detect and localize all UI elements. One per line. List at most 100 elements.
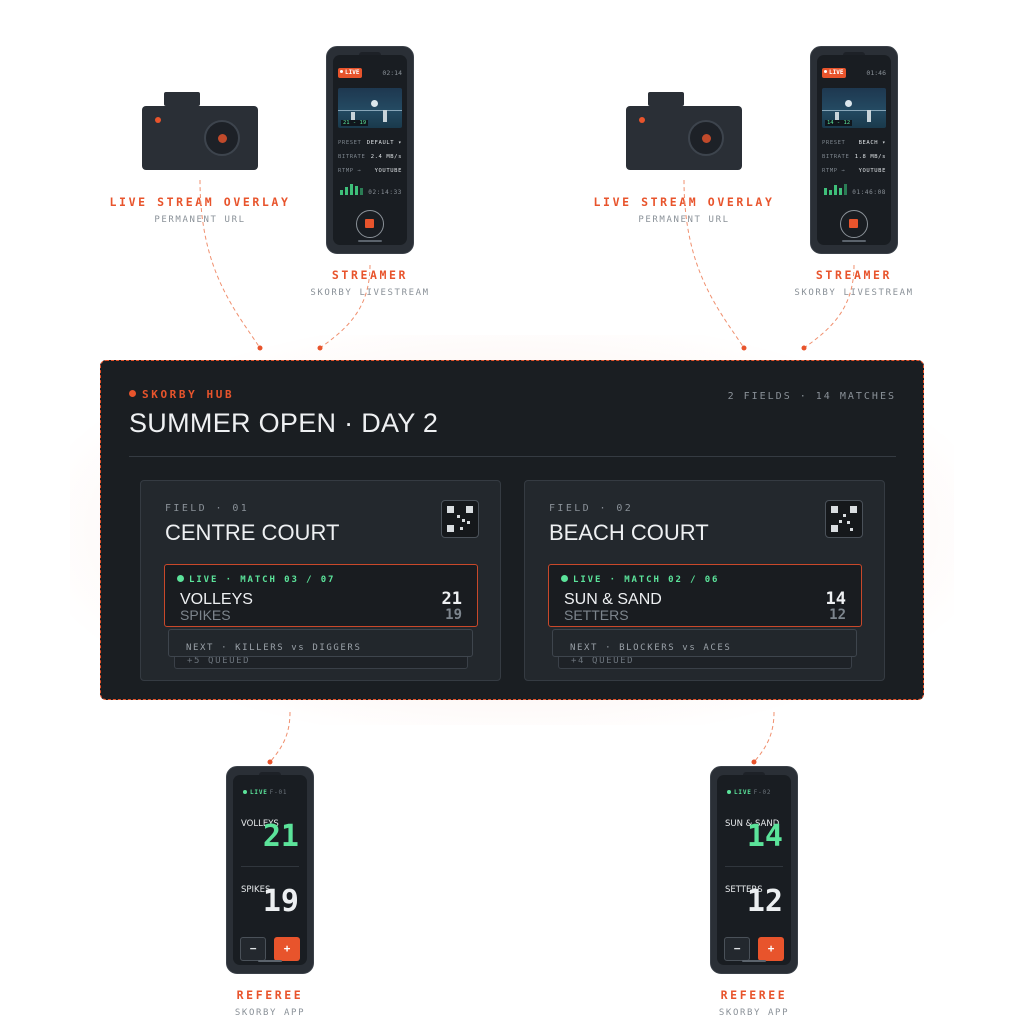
next-match-label: NEXT · BLOCKERS vs ACES [570, 643, 732, 653]
preset-dropdown[interactable]: DEFAULT ▾ [366, 140, 402, 146]
streamer-title: STREAMER [331, 268, 409, 282]
team-b-name: SPIKES [241, 885, 271, 895]
team-a-name: SUN & SAND [564, 591, 662, 608]
audio-level-bar [340, 190, 343, 195]
camera-icon [142, 92, 258, 172]
qr-code-icon[interactable] [441, 500, 479, 538]
divider [241, 866, 299, 867]
audio-level-meter [340, 183, 366, 195]
queued-count: +5 QUEUED [187, 656, 251, 666]
brand-dot-icon [129, 390, 136, 397]
preview-score: 21 - 19 [341, 120, 369, 126]
referee-subtitle: SKORBY APP [718, 1008, 790, 1018]
overlay-caption: LIVE STREAM OVERLAY PERMANENT URL [584, 195, 784, 225]
field-card[interactable]: FIELD · 02 BEACH COURT +4 QUEUED NEXT · … [524, 480, 885, 681]
referee-caption: REFEREE SKORBY APP [190, 988, 350, 1018]
next-match[interactable]: NEXT · KILLERS vs DIGGERS [168, 629, 473, 657]
team-b-score: 12 [829, 607, 846, 623]
team-a-name: SUN & SAND [725, 819, 780, 829]
streamer-title: STREAMER [815, 268, 893, 282]
hub-brand: SKORBY HUB [129, 388, 234, 401]
record-button[interactable] [840, 210, 868, 238]
hub-meta: 2 FIELDS · 14 MATCHES [727, 391, 896, 402]
preset-dropdown[interactable]: BEACH ▾ [858, 140, 886, 146]
referee-title: REFEREE [236, 988, 304, 1002]
divider [725, 866, 783, 867]
field-name: BEACH COURT [549, 520, 709, 545]
camera-icon [626, 92, 742, 172]
team-a-score: 21 [262, 819, 299, 854]
live-match[interactable]: LIVE · MATCH 02 / 06 SUN & SAND SETTERS … [548, 564, 862, 627]
live-dot-icon [177, 575, 184, 582]
audio-level-bar [360, 188, 363, 195]
stream-clock: 02:14:33 [368, 189, 402, 196]
field-card[interactable]: FIELD · 01 CENTRE COURT +5 QUEUED NEXT ·… [140, 480, 501, 681]
team-b-name: SPIKES [180, 607, 231, 623]
live-dot-icon [727, 790, 731, 794]
stream-clock: 01:46:08 [852, 189, 886, 196]
next-match-label: NEXT · KILLERS vs DIGGERS [186, 643, 362, 653]
audio-level-bar [844, 184, 847, 195]
streamer-caption: STREAMER SKORBY LIVESTREAM [290, 268, 450, 298]
team-a-score: 14 [746, 819, 783, 854]
record-indicator-icon [639, 117, 645, 123]
team-a-score: 14 [825, 589, 846, 609]
team-b-name: SETTERS [564, 607, 629, 623]
queued-count: +4 QUEUED [571, 656, 635, 666]
overlay-subtitle: PERMANENT URL [638, 215, 730, 225]
live-dot-icon [561, 575, 568, 582]
team-b-score: 12 [746, 884, 783, 919]
divider [129, 456, 896, 457]
lens-icon [688, 120, 724, 156]
streamer-caption: STREAMER SKORBY LIVESTREAM [774, 268, 934, 298]
audio-level-bar [839, 188, 842, 195]
live-badge: LIVE [822, 68, 847, 78]
audio-level-bar [834, 185, 837, 195]
field-name: CENTRE COURT [165, 520, 340, 545]
increment-button[interactable]: + [274, 937, 300, 961]
referee-title: REFEREE [720, 988, 788, 1002]
field-label: FIELD · 02 [549, 503, 634, 514]
live-match-label: LIVE · MATCH 03 / 07 [177, 575, 335, 585]
connector-endpoint [267, 759, 273, 765]
increment-button[interactable]: + [758, 937, 784, 961]
decrement-button[interactable]: − [240, 937, 266, 961]
record-button[interactable] [356, 210, 384, 238]
team-b-score: 19 [445, 607, 462, 623]
connector-endpoint [751, 759, 757, 765]
stream-time: 01:46 [866, 69, 886, 77]
live-badge: LIVE [338, 68, 363, 78]
referee-caption: REFEREE SKORBY APP [674, 988, 834, 1018]
field-label: FIELD · 01 [165, 503, 250, 514]
audio-level-bar [345, 187, 348, 195]
skorby-hub-panel: SKORBY HUB 2 FIELDS · 14 MATCHES SUMMER … [100, 360, 924, 700]
overlay-title: LIVE STREAM OVERLAY [593, 195, 775, 209]
live-match[interactable]: LIVE · MATCH 03 / 07 VOLLEYS SPIKES 21 1… [164, 564, 478, 627]
video-preview: 14 - 12 [822, 88, 886, 128]
audio-level-bar [350, 184, 353, 195]
live-match-label: LIVE · MATCH 02 / 06 [561, 575, 719, 585]
audio-level-bar [355, 186, 358, 195]
preview-score: 14 - 12 [825, 120, 853, 126]
qr-code-icon[interactable] [825, 500, 863, 538]
team-a-score: 21 [441, 589, 462, 609]
decrement-button[interactable]: − [724, 937, 750, 961]
streamer-subtitle: SKORBY LIVESTREAM [794, 288, 914, 298]
audio-level-meter [824, 183, 850, 195]
lens-icon [204, 120, 240, 156]
team-b-score: 19 [262, 884, 299, 919]
team-b-name: SETTERS [725, 885, 763, 895]
video-preview: 21 - 19 [338, 88, 402, 128]
streamer-subtitle: SKORBY LIVESTREAM [310, 288, 430, 298]
stream-time: 02:14 [382, 69, 402, 77]
next-match[interactable]: NEXT · BLOCKERS vs ACES [552, 629, 857, 657]
